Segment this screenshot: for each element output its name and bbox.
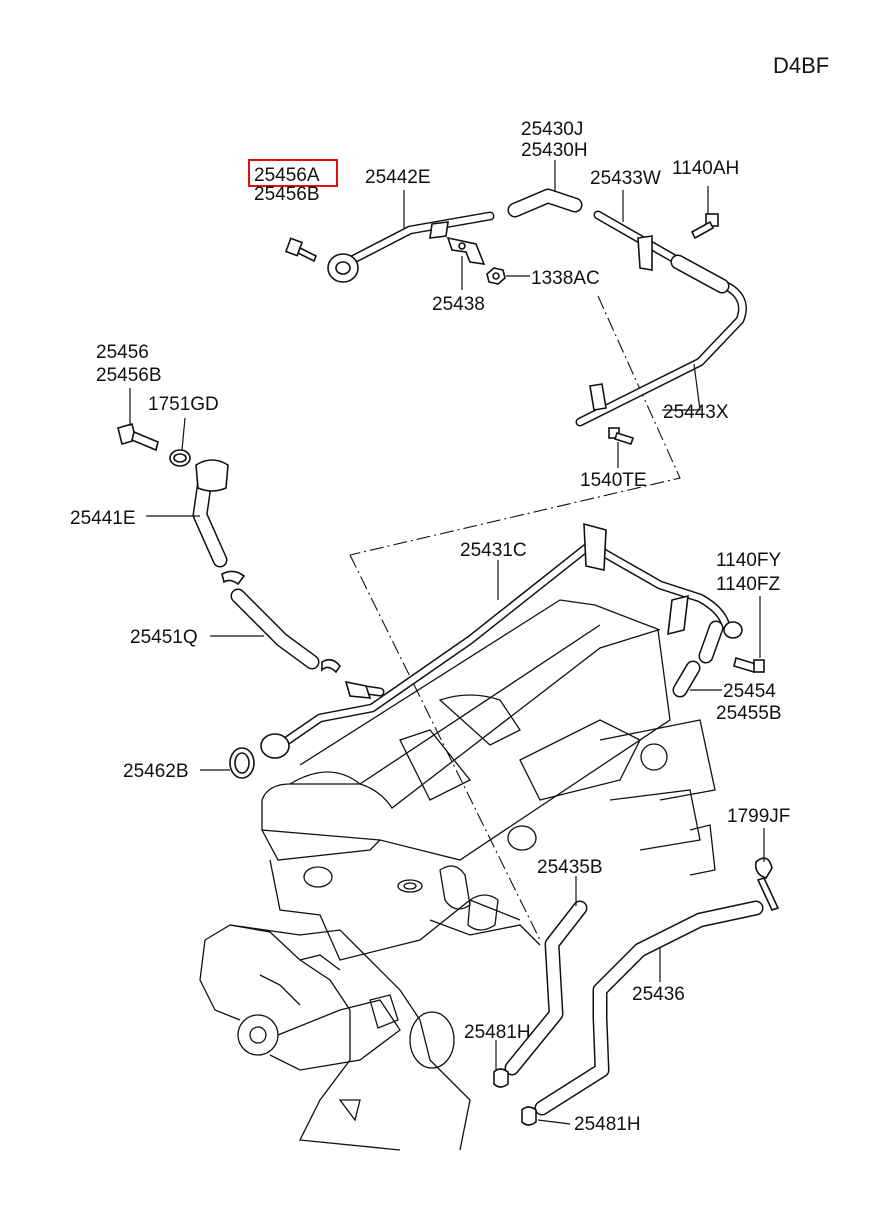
label-1540TE[interactable]: 1540TE [580, 470, 647, 491]
label-1799JF[interactable]: 1799JF [727, 806, 790, 827]
label-25441E[interactable]: 25441E [70, 508, 136, 529]
label-25456A[interactable]: 25456A [254, 165, 320, 186]
highlight-box [248, 159, 338, 187]
part-labels: 25456A 25456B 25442E 25430J 25430H 25433… [70, 119, 790, 1135]
label-25430H[interactable]: 25430H [521, 140, 588, 161]
label-25481H-upper[interactable]: 25481H [464, 1022, 531, 1043]
label-25442E[interactable]: 25442E [365, 167, 431, 188]
engine-block [199, 599, 716, 1151]
label-25438[interactable]: 25438 [432, 294, 485, 315]
label-25456[interactable]: 25456 [96, 342, 149, 363]
label-25436[interactable]: 25436 [632, 984, 685, 1005]
reference-lines [349, 295, 681, 941]
label-25431C[interactable]: 25431C [460, 540, 527, 561]
diagram-code: D4BF [773, 53, 829, 78]
label-25456B[interactable]: 25456B [96, 365, 162, 386]
pipes [192, 188, 764, 1116]
label-25454[interactable]: 25454 [723, 681, 776, 702]
label-25430J[interactable]: 25430J [521, 119, 583, 140]
label-1751GD[interactable]: 1751GD [148, 394, 219, 415]
label-25481H-lower[interactable]: 25481H [574, 1114, 641, 1135]
label-25456B-top[interactable]: 25456B [254, 184, 320, 205]
label-25443X[interactable]: 25443X [663, 402, 729, 423]
small-parts [117, 213, 780, 1126]
label-25455B[interactable]: 25455B [716, 703, 782, 724]
leader-lines [129, 160, 765, 1125]
label-25451Q[interactable]: 25451Q [130, 627, 198, 648]
label-1140FZ[interactable]: 1140FZ [716, 574, 780, 595]
label-1140AH[interactable]: 1140AH [672, 158, 739, 179]
label-25433W[interactable]: 25433W [590, 168, 661, 189]
label-1338AC[interactable]: 1338AC [531, 268, 600, 289]
label-25462B[interactable]: 25462B [123, 761, 189, 782]
label-25435B[interactable]: 25435B [537, 857, 603, 878]
label-1140FY[interactable]: 1140FY [716, 550, 781, 571]
